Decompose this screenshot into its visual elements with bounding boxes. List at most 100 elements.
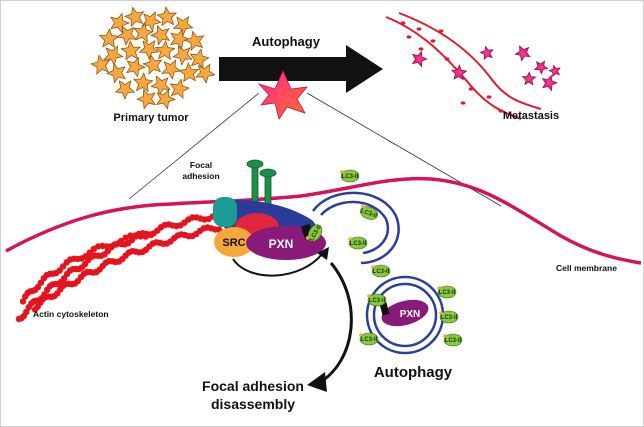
lc3-marker: LC3-II	[443, 333, 463, 347]
lc3-marker: LC3-II	[437, 285, 457, 299]
cell-membrane	[5, 176, 642, 265]
tumor-cell	[124, 6, 145, 28]
tumor-cell	[154, 40, 176, 61]
actin-bead	[142, 233, 149, 240]
actin-cytoskeleton	[15, 210, 223, 323]
metastatic-cell	[411, 50, 428, 68]
blood-cell	[486, 95, 492, 99]
lc3-marker: LC3-II	[360, 204, 379, 220]
lc3-label: LC3-II	[373, 269, 390, 275]
tumor-cell	[156, 6, 178, 27]
actin-bead	[117, 237, 125, 245]
actin-bead	[122, 234, 129, 241]
lc3-label: LC3-II	[360, 208, 378, 219]
autophagy-top-label: Autophagy	[252, 34, 321, 49]
tumor-cell	[90, 54, 111, 75]
metastatic-cell	[541, 74, 558, 92]
blood-cell	[460, 101, 466, 105]
actin-bead	[132, 232, 139, 239]
blood-cell	[418, 47, 424, 51]
src-label: SRC	[222, 237, 245, 249]
metastatic-cell	[479, 45, 494, 61]
actin-bead	[82, 253, 89, 260]
lc3-marker: LC3-II	[340, 169, 360, 183]
curved-arrow-large	[318, 262, 353, 385]
actin-bead	[19, 298, 27, 305]
lc3-label: LC3-II	[342, 174, 359, 180]
tumor-cell	[170, 28, 190, 50]
pxn-vesicle-label: PXN	[400, 309, 421, 320]
pxn-label: PXN	[269, 237, 294, 251]
tumor-cell	[195, 63, 216, 84]
cell-membrane-label: Cell membrane	[556, 263, 617, 273]
phagophore	[311, 191, 400, 265]
tumor-cell	[155, 88, 176, 110]
blood-cell	[468, 87, 474, 91]
focal-adhesion-complex: SRC PXN	[213, 197, 326, 260]
lc3-label: LC3-II	[361, 337, 378, 343]
curved-arrow-small-head	[317, 247, 329, 260]
actin-bead	[112, 241, 120, 248]
lc3-marker: LC3-II	[359, 332, 379, 346]
actin-bead	[103, 243, 111, 250]
blood-cell	[400, 21, 406, 25]
blood-cell	[498, 109, 504, 113]
tumor-cell	[138, 40, 160, 60]
tumor-cell	[172, 45, 193, 66]
metastatic-cell	[533, 60, 549, 75]
blood-cells	[400, 21, 504, 113]
tumor-cell	[142, 54, 163, 75]
tumor-cell	[133, 22, 154, 43]
actin-label: Actin cytoskeleton	[33, 309, 109, 319]
tumor-cell	[189, 48, 210, 69]
blood-cell	[438, 29, 444, 33]
teal-protein	[213, 197, 237, 227]
actin-bead	[86, 249, 94, 256]
tumor-cell	[169, 78, 190, 100]
actin-bead	[147, 231, 155, 239]
lc3-label: LC3-II	[445, 338, 462, 344]
metastatic-cells	[411, 45, 561, 92]
focal-adhesion-label-2: adhesion	[182, 171, 219, 181]
blood-vessel	[385, 12, 542, 120]
tumor-cell	[136, 88, 156, 110]
blood-cell	[416, 27, 422, 31]
tumor-cell	[184, 30, 205, 52]
big-arrow	[219, 45, 383, 93]
primary-tumor-cluster	[90, 6, 216, 110]
tumor-cell	[132, 72, 154, 93]
tumor-cell	[106, 62, 127, 84]
tumor-cell	[116, 25, 137, 46]
curved-arrow-large-head	[307, 372, 327, 392]
lc3-label: LC3-II	[441, 315, 458, 321]
tumor-cell	[150, 75, 171, 96]
tumor-cell	[103, 45, 124, 66]
lc3-label: LC3-II	[350, 241, 367, 247]
fa-disassembly-label-1: Focal adhesion	[202, 378, 304, 394]
actin-bead	[23, 308, 30, 316]
blood-cell	[444, 57, 450, 61]
tumor-cell	[172, 16, 194, 36]
primary-tumor-label: Primary tumor	[113, 112, 189, 124]
tumor-cell	[120, 40, 142, 61]
blood-cell	[406, 35, 412, 39]
lc3-marker: LC3-II	[367, 293, 387, 307]
migrating-cell	[257, 70, 308, 120]
autophagy-bottom-label: Autophagy	[374, 364, 453, 381]
metastatic-cell	[450, 64, 468, 81]
pxn-in-autophagosome	[381, 299, 429, 327]
blood-cell	[430, 39, 436, 43]
metastatic-cell	[548, 64, 561, 78]
fa-disassembly-label-2: disassembly	[211, 396, 295, 412]
lc3-markers: LC3-II LC3-II LC3-II LC3-II LC3-II LC3-II LC3-…	[305, 169, 463, 347]
metastatic-cell	[514, 45, 531, 62]
actin-bead	[137, 233, 144, 240]
tumor-cell	[178, 62, 200, 83]
lc3-marker: LC3-II	[348, 236, 368, 250]
tumor-cell	[125, 56, 146, 78]
actin-bead	[59, 263, 67, 270]
src-protein	[214, 227, 254, 257]
actin-bead	[127, 232, 134, 239]
tumor-cell	[161, 59, 182, 80]
tumor-cell	[150, 24, 171, 46]
